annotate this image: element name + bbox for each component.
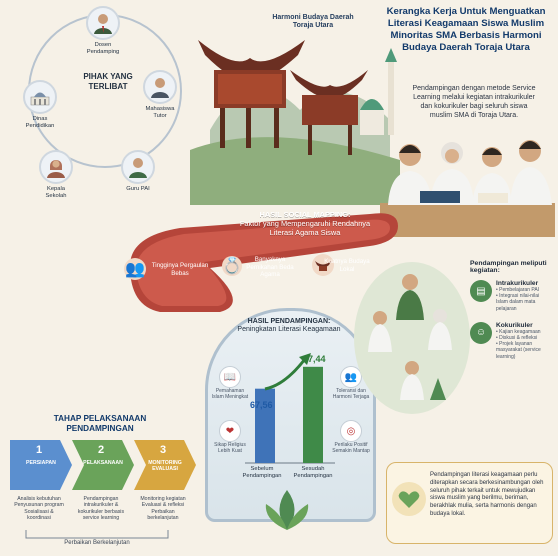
factor-budaya <box>312 254 334 276</box>
kokurikuler-title: Kokurikuler <box>496 321 533 329</box>
social-mapping-ribbon <box>130 213 398 312</box>
kokurikuler-item: • Kajian keagamaan <box>496 328 541 335</box>
tongkonan-icon <box>312 254 334 276</box>
book-icon: ▤ <box>470 280 492 302</box>
toraja-label: Harmoni Budaya Daerah Toraja Utara <box>272 14 354 29</box>
kokurikuler-item: • Projek layanan masyarakat (service lea… <box>496 341 541 360</box>
loop-arrow <box>25 530 169 539</box>
kokurikuler-item-text: Projek layanan masyarakat (service learn… <box>496 341 541 360</box>
results-bar-chart <box>245 353 335 464</box>
page-description: Pendampingan dengan metode Service Learn… <box>412 85 536 119</box>
intrakurikuler-item: • Pembelajaran PAI <box>496 287 540 293</box>
factor-pergaulan-label: Tingginya Pergaulan Bebas <box>151 262 209 277</box>
step-detail: Analisis kebutuhan Penyusunan program So… <box>14 496 64 521</box>
step-name: PELAKSANAAN <box>83 460 123 466</box>
factor-budaya-label: Kuatnya Budaya Lokal <box>324 258 370 273</box>
kegiatan-panel: Pendampingan meliputi kegiatan: ▤ Intrak… <box>470 260 552 360</box>
students-reading-illustration <box>380 140 555 237</box>
social-mapping-title-block: HASIL SOCIAL MAPPING: Faktor yang Mempen… <box>230 210 380 237</box>
leaf-decoration-icon <box>265 490 309 530</box>
results-subtitle: Peningkatan Literasi Keagamaan <box>237 326 341 333</box>
kokurikuler-item-text: Diskusi & refleksi <box>499 335 538 342</box>
kegiatan-title: Pendampingan meliputi kegiatan: <box>470 260 547 274</box>
after-value: 87,44 <box>303 354 326 364</box>
intrakurikuler-item-text: Integrasi nilai-nilai Islam dalam mata p… <box>496 293 540 312</box>
person-icon <box>121 150 155 184</box>
actor-dosen: Dosen Pendamping <box>85 6 121 56</box>
person-icon <box>143 70 177 104</box>
step-chevron <box>72 440 134 490</box>
actor-kepala-label: Kepala Sekolah <box>45 186 67 199</box>
intrakurikuler-item: • Integrasi nilai-nilai Islam dalam mata… <box>496 293 540 312</box>
step-name: PERSIAPAN <box>26 460 56 466</box>
arrow-head-icon <box>299 353 311 365</box>
factor-pergaulan: 👥 <box>124 258 146 280</box>
group-icon: ☺ <box>470 321 492 344</box>
conclusion-text: Pendampingan literasi keagamaan perlu di… <box>430 472 544 517</box>
factor-pernikahan-label: Banyaknya Pernikahan Beda Agama <box>246 256 294 278</box>
before-label: Sebelum Pendampingan <box>242 466 282 479</box>
aspect-toleransi-label: Toleransi dan Harmoni Terjaga <box>332 388 370 401</box>
step-detail: Monitoring kegiatan Evaluasi & refleksi … <box>140 496 186 521</box>
bar-after <box>303 366 323 463</box>
step-number: 3 <box>159 444 167 456</box>
loop-label: Perbaikan Berkelanjutan <box>64 540 130 546</box>
step-number: 2 <box>97 444 105 456</box>
intrakurikuler-title: Intrakurikuler <box>496 280 539 287</box>
after-label: Sesudah Pendampingan <box>293 466 333 479</box>
government-building-icon <box>23 80 57 114</box>
aspect-toleransi: 👥 Toleransi dan Harmoni Terjaga <box>330 366 372 400</box>
aspect-pemahaman: 📖 Pemahaman Islam Meningkat <box>210 366 250 400</box>
actor-dosen-label: Dosen Pendamping <box>86 42 120 55</box>
step-chevron <box>134 440 196 490</box>
kokurikuler-item-text: Kajian keagamaan <box>499 328 541 335</box>
steps-title: TAHAP PELAKSANAAN PENDAMPINGAN <box>53 414 147 433</box>
page-title: Kerangka Kerja Untuk Menguatkan Literasi… <box>386 6 546 53</box>
before-value: 67,56 <box>250 400 273 410</box>
bar-before <box>255 388 275 463</box>
person-icon <box>86 6 120 40</box>
actor-mahasiswa-label: Mahasiswa Tutor <box>145 106 175 119</box>
increase-arrow <box>264 358 307 391</box>
actor-guru-label: Guru PAI <box>126 186 150 192</box>
participants-center-label: PIHAK YANG TERLIBAT <box>83 72 133 91</box>
actor-kepala-sekolah: Kepala Sekolah <box>38 150 74 200</box>
step-number: 1 <box>35 444 43 456</box>
results-title-block: HASIL PENDAMPINGAN: Peningkatan Literasi… <box>220 318 358 334</box>
intrakurikuler-item-text: Pembelajaran PAI <box>499 287 540 293</box>
step-name: MONITORING EVALUASI <box>148 460 182 472</box>
heart-hands-icon: ❤ <box>219 420 241 442</box>
actor-dinas: Dinas Pendidikan <box>22 80 58 130</box>
aspect-sikap-label: Sikap Religius Lebih Kuat <box>214 442 246 455</box>
people-icon: 👥 <box>124 258 146 280</box>
results-panel <box>205 308 376 522</box>
social-mapping-title: HASIL SOCIAL MAPPING: <box>259 210 351 219</box>
aspect-pemahaman-label: Pemahaman Islam Meningkat <box>211 388 249 401</box>
target-icon: ◎ <box>340 420 362 442</box>
kokurikuler-item: • Diskusi & refleksi <box>496 335 538 342</box>
aspect-perilaku: ◎ Perilaku Positif Semakin Mantap <box>330 420 372 454</box>
actor-dinas-label: Dinas Pendidikan <box>25 116 55 129</box>
step-detail: Pendampingan intrakurikuler & kokurikule… <box>77 496 125 521</box>
activities-illustration <box>354 262 470 414</box>
actor-guru: Guru PAI <box>120 150 156 193</box>
person-hijab-icon <box>39 150 73 184</box>
people-group-icon: 👥 <box>340 366 362 388</box>
rings-icon: 💍 <box>222 256 242 276</box>
social-mapping-subtitle: Faktor yang Mempengaruhi Rendahnya Liter… <box>239 219 371 237</box>
toraja-scene-illustration <box>190 40 400 205</box>
factor-pernikahan: 💍 <box>222 256 242 276</box>
step-chevron <box>10 440 72 490</box>
actor-mahasiswa: Mahasiswa Tutor <box>142 70 178 120</box>
results-title: HASIL PENDAMPINGAN: <box>247 318 331 325</box>
aspect-sikap: ❤ Sikap Religius Lebih Kuat <box>210 420 250 454</box>
quran-icon: 📖 <box>219 366 241 388</box>
aspect-perilaku-label: Perilaku Positif Semakin Mantap <box>332 442 370 455</box>
handshake-heart-icon <box>392 482 426 516</box>
